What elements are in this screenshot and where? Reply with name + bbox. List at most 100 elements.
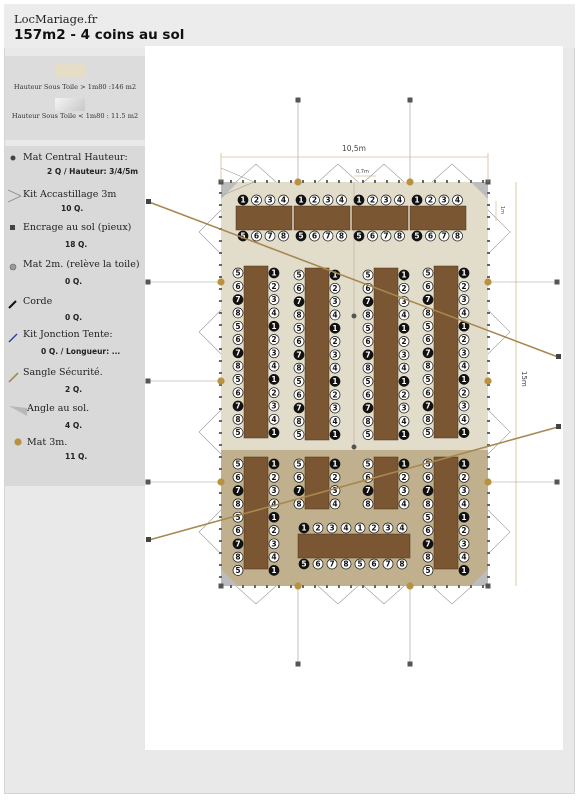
seat-number: 6	[365, 473, 370, 482]
seat-number: 2	[401, 284, 406, 293]
picket-icon	[219, 408, 222, 410]
seat-number: 5	[425, 566, 430, 575]
seat-icon	[268, 565, 280, 576]
picket-icon	[266, 180, 268, 183]
seat-number: 5	[425, 428, 430, 437]
seat-number: 6	[254, 232, 259, 241]
seat-number: 7	[235, 486, 240, 495]
seat-number: 2	[370, 196, 375, 205]
seat-number: 3	[332, 486, 337, 495]
guy-line	[363, 163, 405, 183]
dim-bay: 0,7m	[356, 169, 369, 175]
seat-number: 2	[401, 390, 406, 399]
picket-icon	[219, 492, 222, 494]
seat-number: 1	[357, 524, 362, 533]
seat-number: 1	[461, 375, 466, 384]
seat-number: 4	[271, 362, 276, 371]
seat-icon	[329, 296, 341, 307]
seat-icon	[458, 400, 470, 412]
picket-icon	[219, 384, 222, 386]
seat-icon	[362, 309, 374, 321]
seat-number: 1	[414, 196, 419, 205]
height-legend: Hauteur Sous Toile > 1m80 :146 m2 Hauteu…	[5, 56, 145, 140]
seat-icon	[326, 522, 338, 534]
seat-number: 6	[315, 560, 320, 569]
seat-icon	[422, 347, 434, 359]
picket-icon	[487, 408, 490, 410]
seat-icon	[268, 458, 280, 470]
picket-icon	[446, 585, 448, 588]
seat-number: 4	[401, 417, 406, 426]
seat-number: 2	[271, 388, 276, 397]
seat-icon	[362, 389, 374, 401]
picket-icon	[487, 192, 490, 194]
seat-icon	[232, 565, 244, 576]
seat-icon	[362, 296, 374, 307]
seat-number: 1	[271, 513, 276, 522]
seat-number: 3	[401, 404, 406, 413]
strap-anchor	[146, 199, 151, 204]
seat-icon	[398, 336, 410, 347]
banquet-table	[373, 456, 399, 510]
seat-number: 4	[332, 417, 337, 426]
seat-number: 1	[401, 377, 406, 386]
seat-number: 2	[271, 526, 276, 535]
picket-icon	[422, 585, 424, 588]
seat-number: 5	[235, 322, 240, 331]
seat-icon	[232, 538, 244, 550]
picket-icon	[487, 204, 490, 206]
picket-icon	[398, 585, 400, 588]
seat-number: 5	[425, 322, 430, 331]
seat-icon	[425, 230, 436, 242]
seat-number: 1	[332, 271, 337, 280]
picket-icon	[219, 348, 222, 350]
seat-number: 7	[325, 232, 330, 241]
seat-icon	[329, 309, 341, 321]
seat-number: 2	[315, 524, 320, 533]
seat-icon	[268, 294, 280, 305]
seat-icon	[422, 387, 434, 399]
mat-3m-icon	[484, 278, 492, 286]
picket-icon	[219, 336, 222, 338]
banquet-table	[373, 267, 399, 441]
seat-icon	[293, 322, 305, 334]
seat-number: 1	[271, 566, 276, 575]
seat-icon	[398, 309, 410, 321]
seat-icon	[362, 402, 374, 414]
guy-line	[487, 209, 511, 255]
seat-icon	[398, 322, 410, 334]
ground-angle-icon	[9, 406, 27, 416]
seat-number: 5	[365, 324, 370, 333]
picket-icon	[242, 180, 244, 183]
seat-icon	[278, 230, 289, 242]
seat-icon	[396, 522, 408, 534]
seat-number: 3	[267, 196, 272, 205]
seat-icon	[362, 362, 374, 374]
seat-icon	[232, 347, 244, 359]
picket-icon	[219, 528, 222, 530]
picket-icon	[266, 585, 268, 588]
seat-icon	[458, 565, 470, 576]
seat-icon	[264, 230, 276, 242]
banquet-table	[235, 205, 293, 231]
seat-number: 1	[401, 271, 406, 280]
seat-icon	[411, 194, 423, 206]
seat-icon	[422, 427, 434, 438]
seat-icon	[411, 230, 423, 242]
corner-angle-br	[471, 569, 488, 586]
seat-number: 3	[383, 196, 388, 205]
seat-icon	[398, 376, 410, 387]
site-name[interactable]: LocMariage.fr	[14, 12, 98, 26]
picket-icon	[398, 180, 400, 183]
seat-number: 1	[461, 269, 466, 278]
guy-line	[198, 209, 222, 255]
seat-icon	[268, 538, 280, 550]
picket-icon	[219, 192, 222, 194]
picket-icon	[487, 468, 490, 470]
seat-icon	[268, 307, 280, 319]
seat-icon	[329, 349, 341, 361]
mat-central-icon	[10, 155, 16, 161]
banquet-table	[409, 205, 467, 231]
seat-number: 4	[401, 500, 406, 509]
picket-icon	[219, 252, 222, 254]
